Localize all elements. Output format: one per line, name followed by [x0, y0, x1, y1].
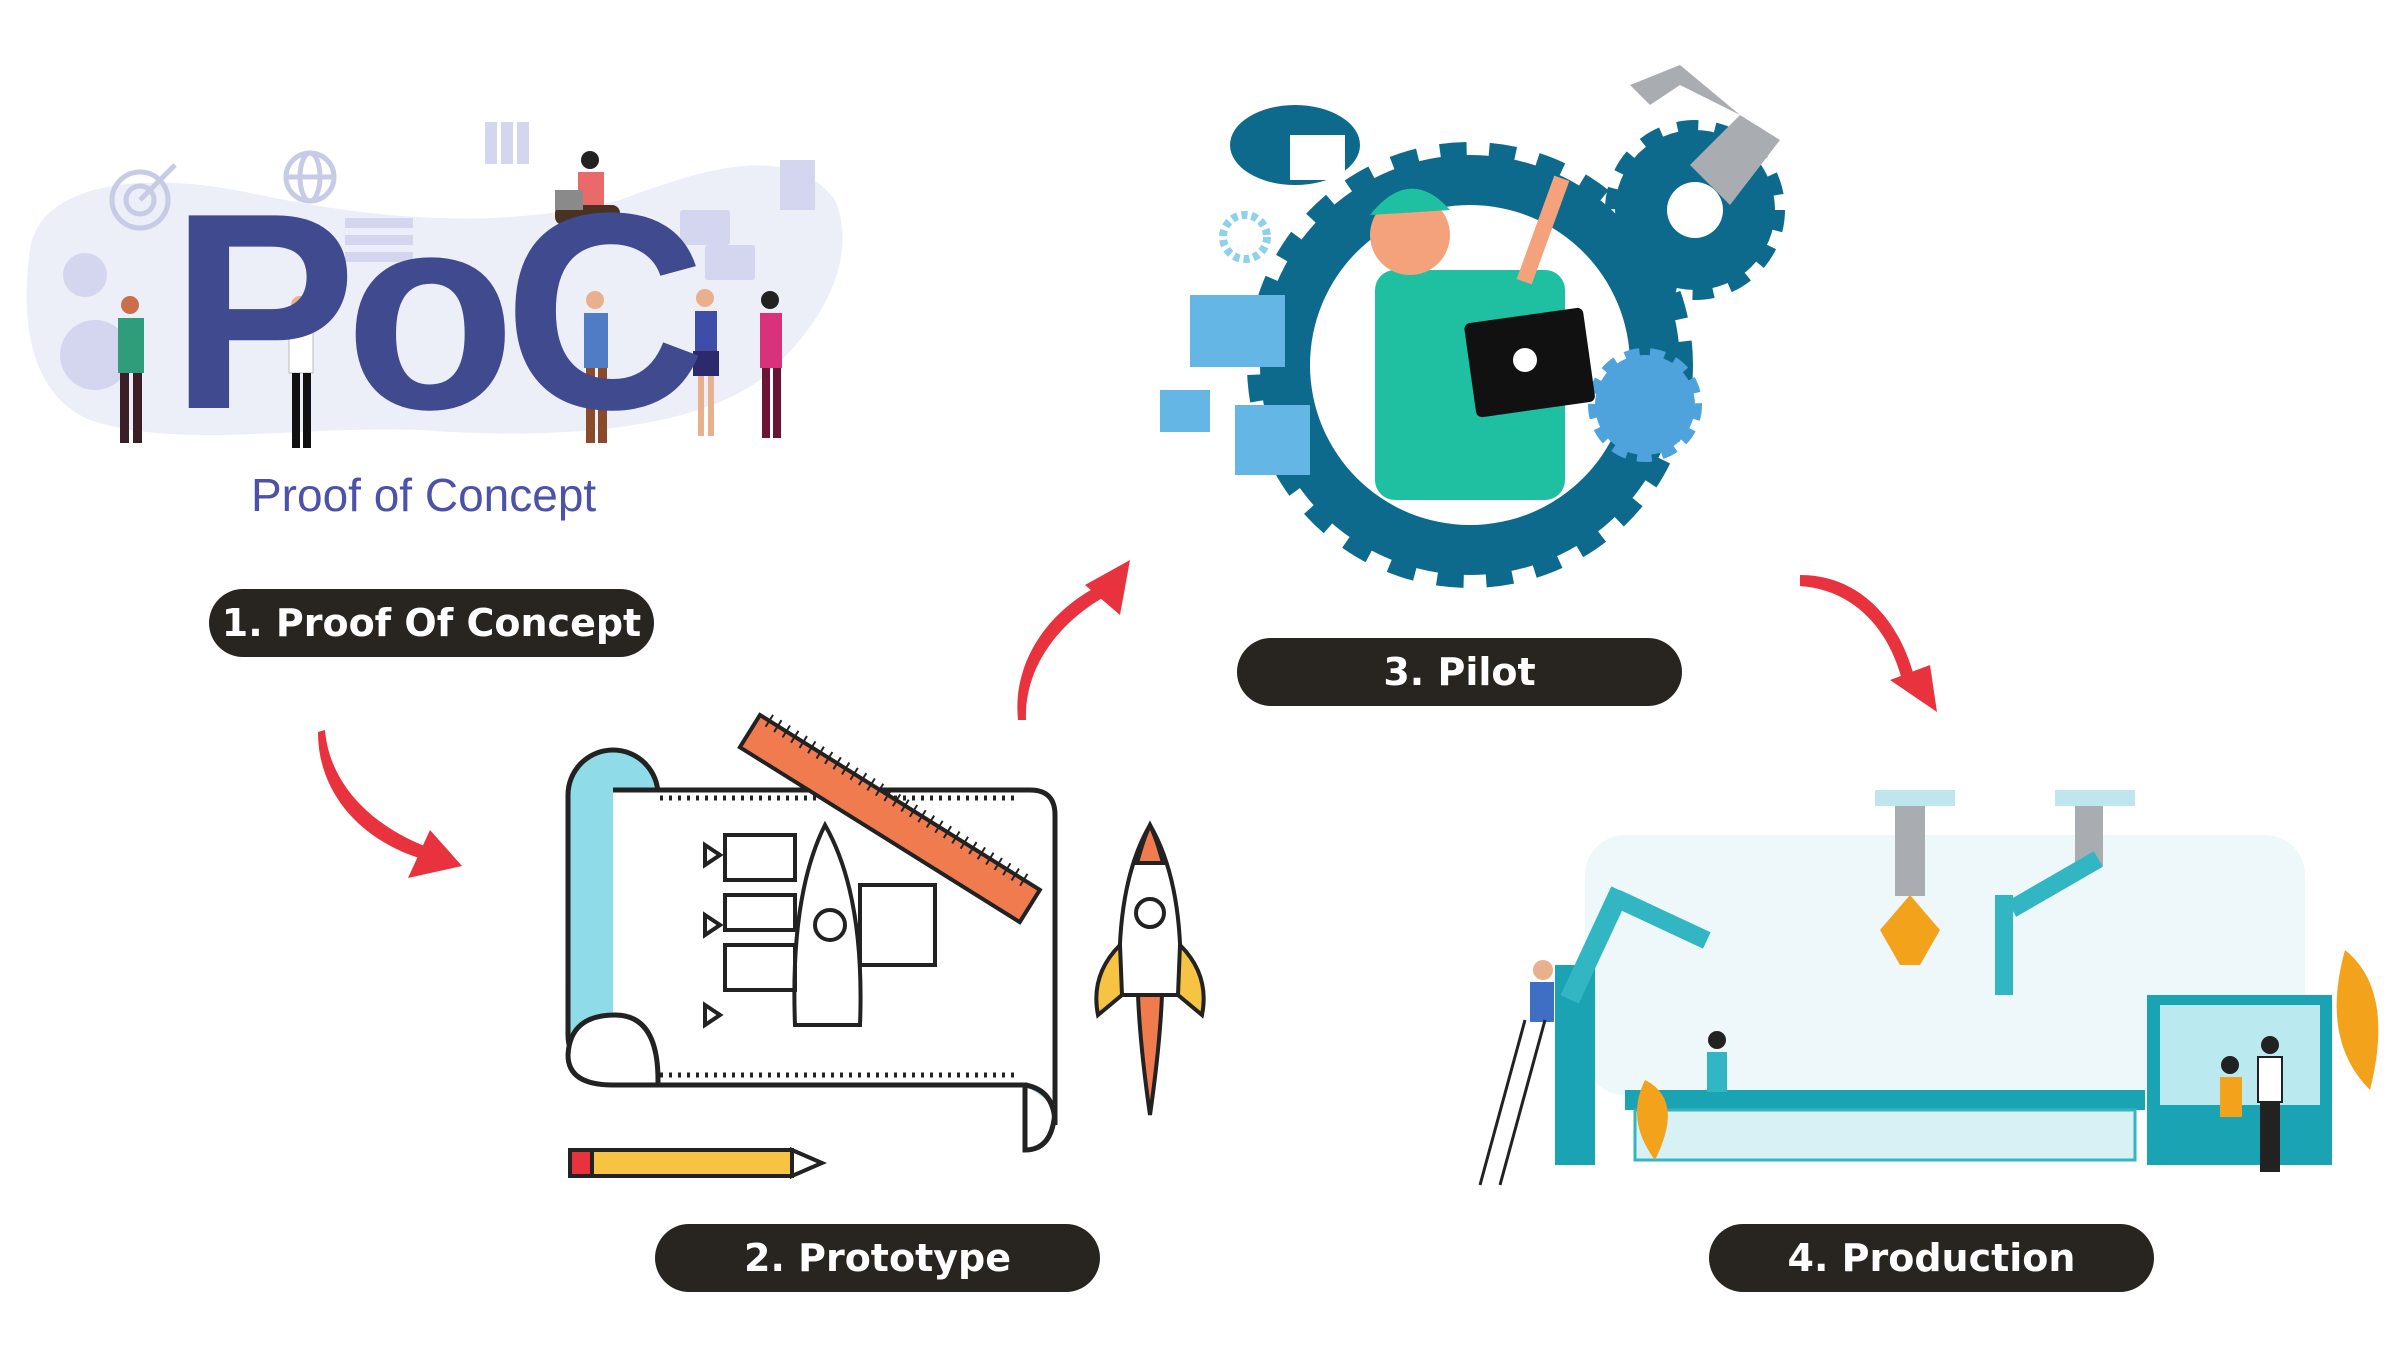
factory-background: [1585, 835, 2305, 1095]
stage-label-prototype: 2. Prototype: [655, 1224, 1100, 1292]
target-icon: [109, 163, 177, 231]
pilot-illustration: [1160, 65, 1785, 588]
plants-icon: [1637, 950, 2379, 1160]
poc-background-blob: [26, 122, 843, 448]
monitor-panel-icon: [2147, 995, 2332, 1165]
arrow-prototype-to-pilot: [1017, 560, 1130, 720]
prototype-illustration: [565, 712, 1206, 1180]
rocket-icon: [1094, 820, 1206, 1116]
people-figures: [118, 151, 782, 448]
gear-outline-icon: [1219, 211, 1271, 263]
robot-gear-icon: [1605, 65, 1785, 300]
cloud-server-icon: [1230, 105, 1360, 185]
ruler-icon: [737, 712, 1043, 925]
poc-illustration: PoC Proof of Concept: [0, 0, 860, 540]
robot-arm-icons: [1555, 790, 2135, 1165]
arrow-pilot-to-production: [1800, 575, 1937, 712]
worker-figure: [1370, 175, 1595, 500]
small-gear-icon: [1588, 348, 1702, 462]
poc-big-text: PoC: [170, 156, 706, 468]
stage-label-pilot: 3. Pilot: [1237, 638, 1682, 706]
document-icon: [780, 160, 815, 210]
pencil-icon: [568, 1146, 828, 1180]
workers-figures: [1530, 960, 2283, 1172]
chat-bubbles-icon: [680, 210, 755, 280]
conveyor-belt-icon: [1625, 1090, 2145, 1162]
stage-label-proof-of-concept: 1. Proof Of Concept: [209, 589, 654, 657]
stage-label-production: 4. Production: [1709, 1224, 2154, 1292]
ladder-icon: [1478, 1019, 1547, 1186]
chart-cards-icon: [1160, 295, 1310, 475]
gears-icon: [60, 253, 130, 390]
poc-subtitle: Proof of Concept: [251, 469, 597, 521]
rocket-sketch-icon: [703, 820, 937, 1029]
production-illustration: [1478, 790, 2379, 1186]
blueprint-scroll-icon: [565, 747, 1058, 1153]
globe-icon: [283, 150, 337, 204]
arrow-poc-to-prototype: [318, 730, 462, 878]
books-icon: [485, 122, 529, 164]
checklist-icon: [345, 218, 413, 262]
